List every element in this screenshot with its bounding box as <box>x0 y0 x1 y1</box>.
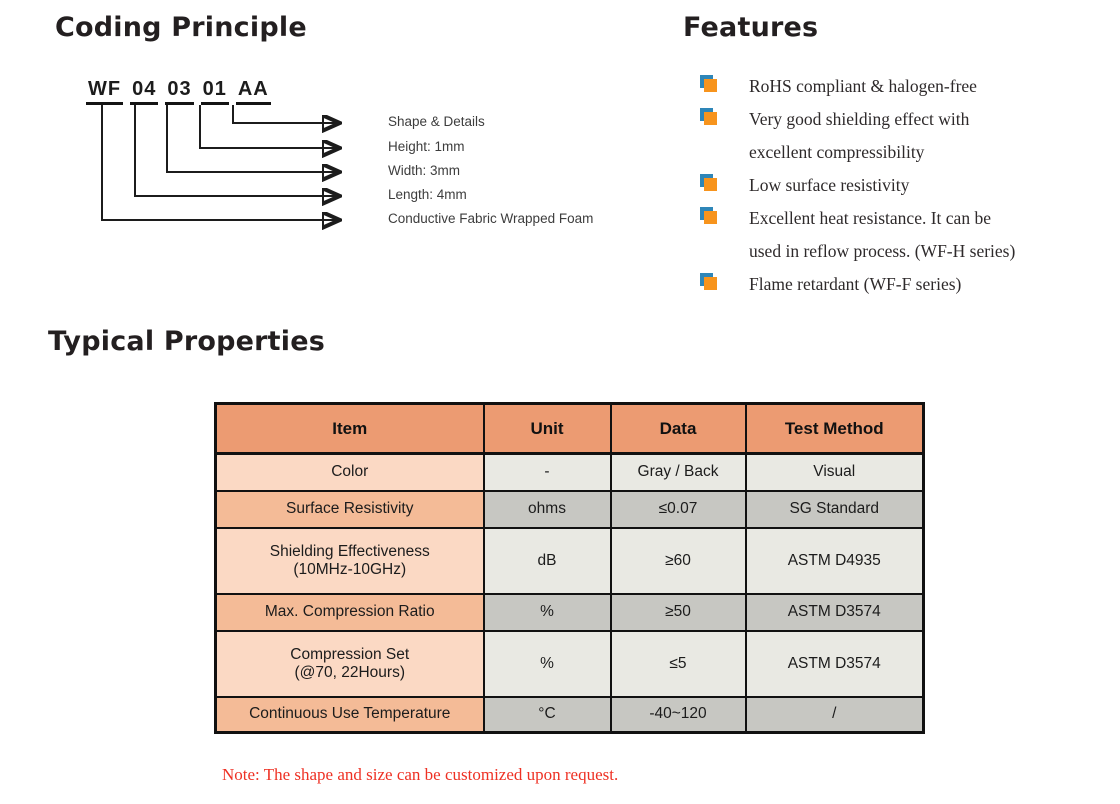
feature-text: RoHS compliant & halogen-free <box>749 76 977 96</box>
code-segment-width: 03 <box>165 78 194 105</box>
code-segment-height: 01 <box>200 78 229 105</box>
table-row: Color - Gray / Back Visual <box>214 452 925 492</box>
bullet-square-icon <box>700 108 718 126</box>
bullet-square-icon <box>700 207 718 225</box>
cell-unit: dB <box>482 526 612 595</box>
typical-properties-title: Typical Properties <box>48 326 326 357</box>
feature-text: Low surface resistivity <box>749 175 910 195</box>
arrow-material <box>101 105 338 220</box>
coding-arrows-diagram <box>101 105 360 233</box>
arrow-length <box>134 105 338 196</box>
cell-test-method: ASTM D4935 <box>744 526 925 595</box>
cell-unit: % <box>482 592 612 632</box>
column-header-item: Item <box>214 402 485 455</box>
feature-text: Flame retardant (WF-F series) <box>749 274 962 294</box>
cell-data: ≥60 <box>609 526 747 595</box>
typical-properties-table: Item Unit Data Test Method Color - Gray … <box>214 402 925 734</box>
features-title: Features <box>683 12 819 43</box>
cell-item: Compression Set (@70, 22Hours) <box>214 629 485 698</box>
arrow-width <box>166 105 338 172</box>
feature-item: Flame retardant (WF-F series) <box>700 268 1100 301</box>
cell-item: Surface Resistivity <box>214 489 485 529</box>
cell-item: Shielding Effectiveness (10MHz-10GHz) <box>214 526 485 595</box>
code-label-width: Width: 3mm <box>388 163 461 178</box>
features-list: RoHS compliant & halogen-free Very good … <box>700 70 1100 301</box>
feature-item: RoHS compliant & halogen-free <box>700 70 1100 103</box>
code-label-height: Height: 1mm <box>388 139 465 154</box>
cell-item: Color <box>214 452 485 492</box>
cell-data: ≤0.07 <box>609 489 747 529</box>
feature-item: Excellent heat resistance. It can be use… <box>700 202 1100 268</box>
table-row: Shielding Effectiveness (10MHz-10GHz) dB… <box>214 526 925 595</box>
bullet-square-icon <box>700 75 718 93</box>
code-label-shape-details: Shape & Details <box>388 114 485 129</box>
feature-text: Excellent heat resistance. It can be use… <box>749 208 1016 261</box>
column-header-test-method: Test Method <box>744 402 925 455</box>
table-row: Compression Set (@70, 22Hours) % ≤5 ASTM… <box>214 629 925 698</box>
code-label-length: Length: 4mm <box>388 187 467 202</box>
code-segment-series: WF <box>86 78 124 105</box>
coding-principle-title: Coding Principle <box>55 12 307 43</box>
cell-unit: % <box>482 629 612 698</box>
table-header-row: Item Unit Data Test Method <box>214 402 925 455</box>
table-row: Continuous Use Temperature °C -40~120 / <box>214 695 925 734</box>
cell-test-method: Visual <box>744 452 925 492</box>
bullet-square-icon <box>700 174 718 192</box>
cell-test-method: ASTM D3574 <box>744 592 925 632</box>
cell-item: Continuous Use Temperature <box>214 695 485 734</box>
code-segment-length: 04 <box>130 78 159 105</box>
arrow-height <box>199 105 338 148</box>
feature-item: Low surface resistivity <box>700 169 1100 202</box>
cell-data: ≥50 <box>609 592 747 632</box>
bullet-square-icon <box>700 273 718 291</box>
cell-item: Max. Compression Ratio <box>214 592 485 632</box>
product-code: WF 04 03 01 AA <box>86 78 271 105</box>
code-segment-shape: AA <box>235 78 271 105</box>
cell-unit: - <box>482 452 612 492</box>
cell-data: Gray / Back <box>609 452 747 492</box>
column-header-unit: Unit <box>482 402 612 455</box>
cell-data: -40~120 <box>609 695 747 734</box>
customization-note: Note: The shape and size can be customiz… <box>222 765 619 784</box>
cell-data: ≤5 <box>609 629 747 698</box>
code-label-material: Conductive Fabric Wrapped Foam <box>388 211 594 226</box>
cell-unit: °C <box>482 695 612 734</box>
arrow-shape-details <box>232 105 338 123</box>
cell-test-method: / <box>744 695 925 734</box>
column-header-data: Data <box>609 402 747 455</box>
table-row: Surface Resistivity ohms ≤0.07 SG Standa… <box>214 489 925 529</box>
feature-text: Very good shielding effect with excellen… <box>749 109 970 162</box>
feature-item: Very good shielding effect with excellen… <box>700 103 1100 169</box>
cell-unit: ohms <box>482 489 612 529</box>
table-row: Max. Compression Ratio % ≥50 ASTM D3574 <box>214 592 925 632</box>
cell-test-method: SG Standard <box>744 489 925 529</box>
cell-test-method: ASTM D3574 <box>744 629 925 698</box>
